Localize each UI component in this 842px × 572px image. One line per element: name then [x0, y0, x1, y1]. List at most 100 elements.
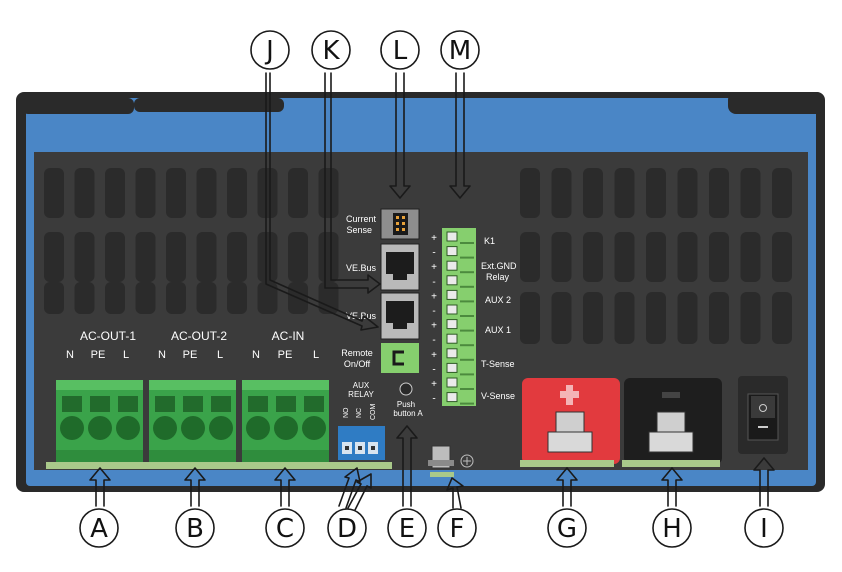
callout-B-text: B — [186, 514, 204, 544]
callout-G: G — [547, 508, 587, 548]
io-screw-slot — [446, 231, 458, 242]
io-divider — [460, 373, 474, 376]
vent-slot — [135, 168, 156, 218]
vent-slot — [551, 168, 572, 218]
aux-relay-pin-no: NO — [343, 407, 350, 418]
vent-slot — [227, 168, 247, 218]
io-screw-slot — [446, 377, 458, 388]
callout-A: A — [79, 508, 119, 548]
callout-H-text: H — [662, 514, 682, 544]
ac-out-2-terminal — [149, 380, 236, 464]
vent-slot — [709, 232, 729, 282]
ac-out-1-pin-pe: PE — [91, 349, 106, 361]
vent-slot — [740, 168, 761, 218]
vent-slot — [257, 232, 278, 282]
aux-relay-title-1: AUX — [353, 381, 370, 390]
vent-slot — [740, 232, 761, 282]
callout-J-text: J — [264, 36, 274, 66]
vent-slot — [520, 232, 540, 282]
io-divider — [460, 358, 474, 361]
arrow-H — [661, 467, 683, 507]
vent-slot — [520, 292, 540, 344]
ac-in-terminal — [242, 380, 329, 464]
io-label-v-sense: V-Sense — [481, 391, 515, 401]
io-screw-slot — [446, 304, 458, 315]
io-terminal-block: +-+-+-+-+-+- K1 Ext.GND Relay AUX 2 AUX … — [431, 228, 517, 406]
callout-E-text: E — [399, 514, 415, 544]
vent-slot — [646, 168, 666, 218]
io-polarity-mark: - — [432, 394, 435, 405]
callout-L-text: L — [393, 36, 408, 66]
ventilation-grille — [44, 168, 792, 344]
ac-out-2-pin-l: L — [217, 349, 223, 361]
ve-bus-2-label: VE.Bus — [346, 311, 377, 321]
arrow-K — [324, 72, 381, 294]
vent-slot — [166, 168, 186, 218]
ac-out-1-title: AC-OUT-1 — [80, 329, 136, 343]
vent-slot — [614, 168, 635, 218]
arrow-I — [753, 457, 775, 507]
callout-C-text: C — [276, 514, 294, 544]
io-label-t-sense: T-Sense — [481, 359, 515, 369]
callout-F-text: F — [450, 514, 465, 544]
io-divider — [460, 344, 474, 347]
io-screw-slot — [446, 392, 458, 403]
arrow-A — [89, 467, 111, 507]
io-polarity-mark: + — [431, 379, 437, 390]
io-divider — [460, 300, 474, 303]
io-screw-slot — [446, 289, 458, 300]
io-polarity-mark: + — [431, 262, 437, 273]
vent-slot — [135, 232, 156, 282]
vent-slot — [709, 292, 729, 344]
vent-slot — [551, 232, 572, 282]
remote-on-off: Remote On/Off — [341, 343, 419, 373]
io-label-aux1: AUX 1 — [485, 325, 511, 335]
push-button-label-1: Push — [397, 400, 415, 409]
ac-out-1-terminal — [56, 380, 143, 464]
callout-arrows — [89, 72, 775, 511]
ac-out-2-labels: AC-OUT-2 N PE L — [158, 329, 227, 361]
callout-K: K — [311, 30, 351, 70]
vent-slot — [288, 232, 308, 282]
vent-slot — [166, 282, 186, 314]
vent-slot — [44, 168, 64, 218]
minus-icon — [662, 392, 680, 398]
io-polarity-mark: - — [432, 306, 435, 317]
arrow-D-left — [338, 467, 361, 509]
io-screw-slot — [446, 319, 458, 330]
ac-out-2-title: AC-OUT-2 — [171, 329, 227, 343]
arrow-D-right — [347, 473, 372, 511]
io-polarity-mark: - — [432, 277, 435, 288]
callout-C: C — [265, 508, 305, 548]
ve-bus-port-2: VE.Bus — [346, 292, 420, 340]
vent-slot — [646, 292, 666, 344]
callout-M: M — [440, 30, 480, 70]
io-polarity-mark: + — [431, 350, 437, 361]
vent-slot — [74, 282, 95, 314]
vent-slot — [646, 232, 666, 282]
ac-out-1-pin-l: L — [123, 349, 129, 361]
vent-slot — [551, 292, 572, 344]
push-button-a: Push button A — [393, 382, 423, 418]
power-off-icon — [759, 404, 767, 412]
vent-slot — [227, 282, 247, 314]
vent-slot — [583, 292, 603, 344]
ac-in-pin-l: L — [313, 349, 319, 361]
io-screw-slot — [446, 275, 458, 286]
io-screw-slot — [446, 348, 458, 359]
callout-F: F — [437, 508, 477, 548]
aux-relay-pin-com: COM — [370, 404, 377, 421]
remote-label-2: On/Off — [344, 359, 371, 369]
io-polarity-mark: - — [432, 335, 435, 346]
current-sense: Current Sense — [346, 208, 420, 240]
arrow-J — [265, 72, 379, 331]
ac-in-labels: AC-IN N PE L — [252, 329, 319, 361]
io-divider — [460, 242, 474, 244]
vent-slot — [227, 232, 247, 282]
dc-positive-terminal — [512, 378, 620, 467]
arrow-G — [556, 467, 578, 507]
vent-slot — [196, 282, 217, 314]
io-label-ext-gnd: Ext.GND — [481, 261, 517, 271]
io-polarity-mark: + — [431, 233, 437, 244]
arrow-F — [446, 477, 464, 509]
